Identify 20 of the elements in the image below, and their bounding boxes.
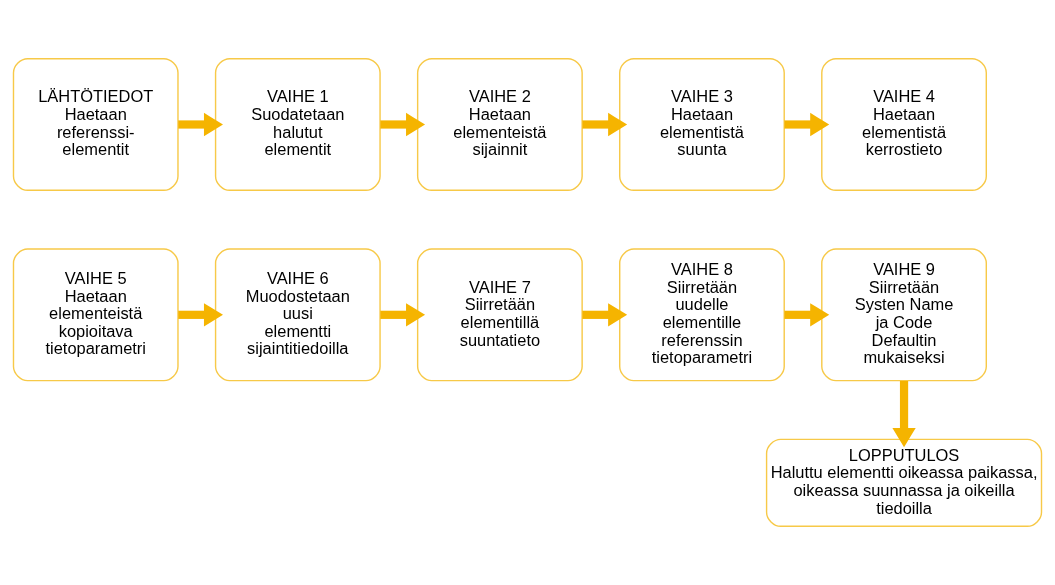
- node-box: VAIHE 4 Haetaan elementistä kerrostieto: [821, 58, 987, 191]
- node-box: LÄHTÖTIEDOT Haetaan referenssi- elementit: [12, 58, 179, 191]
- arrow: [582, 112, 628, 137]
- arrow: [892, 381, 916, 448]
- arrow: [582, 303, 628, 327]
- arrow: [178, 112, 223, 137]
- node-box: VAIHE 5 Haetaan elementeistä kopioitava tietoparametri: [12, 248, 179, 382]
- arrow: [784, 303, 830, 327]
- node-box: VAIHE 9 Siirretään Systen Name ja Code Defaultin mukaiseksi: [821, 248, 987, 382]
- node-box: VAIHE 6 Muodostetaan uusi elementti sijaintitiedoilla: [214, 248, 381, 382]
- arrow: [380, 303, 426, 327]
- node-box: VAIHE 8 Siirretään uudelle elementille referenssin tietoparametri: [619, 248, 785, 382]
- arrow: [178, 303, 223, 327]
- node-box: VAIHE 1 Suodatetaan halutut elementit: [214, 58, 381, 191]
- node-box: VAIHE 2 Haetaan elementeistä sijainnit: [416, 58, 583, 191]
- node-box: VAIHE 7 Siirretään elementillä suuntatieto: [416, 248, 583, 382]
- node-box: VAIHE 3 Haetaan elementistä suunta: [619, 58, 785, 191]
- node-box: LOPPUTULOS Haluttu elementti oikeassa paikassa, oikeassa suunnassa ja oikeilla tiedoilla: [765, 438, 1043, 527]
- arrow: [380, 112, 426, 137]
- arrow: [784, 112, 830, 137]
